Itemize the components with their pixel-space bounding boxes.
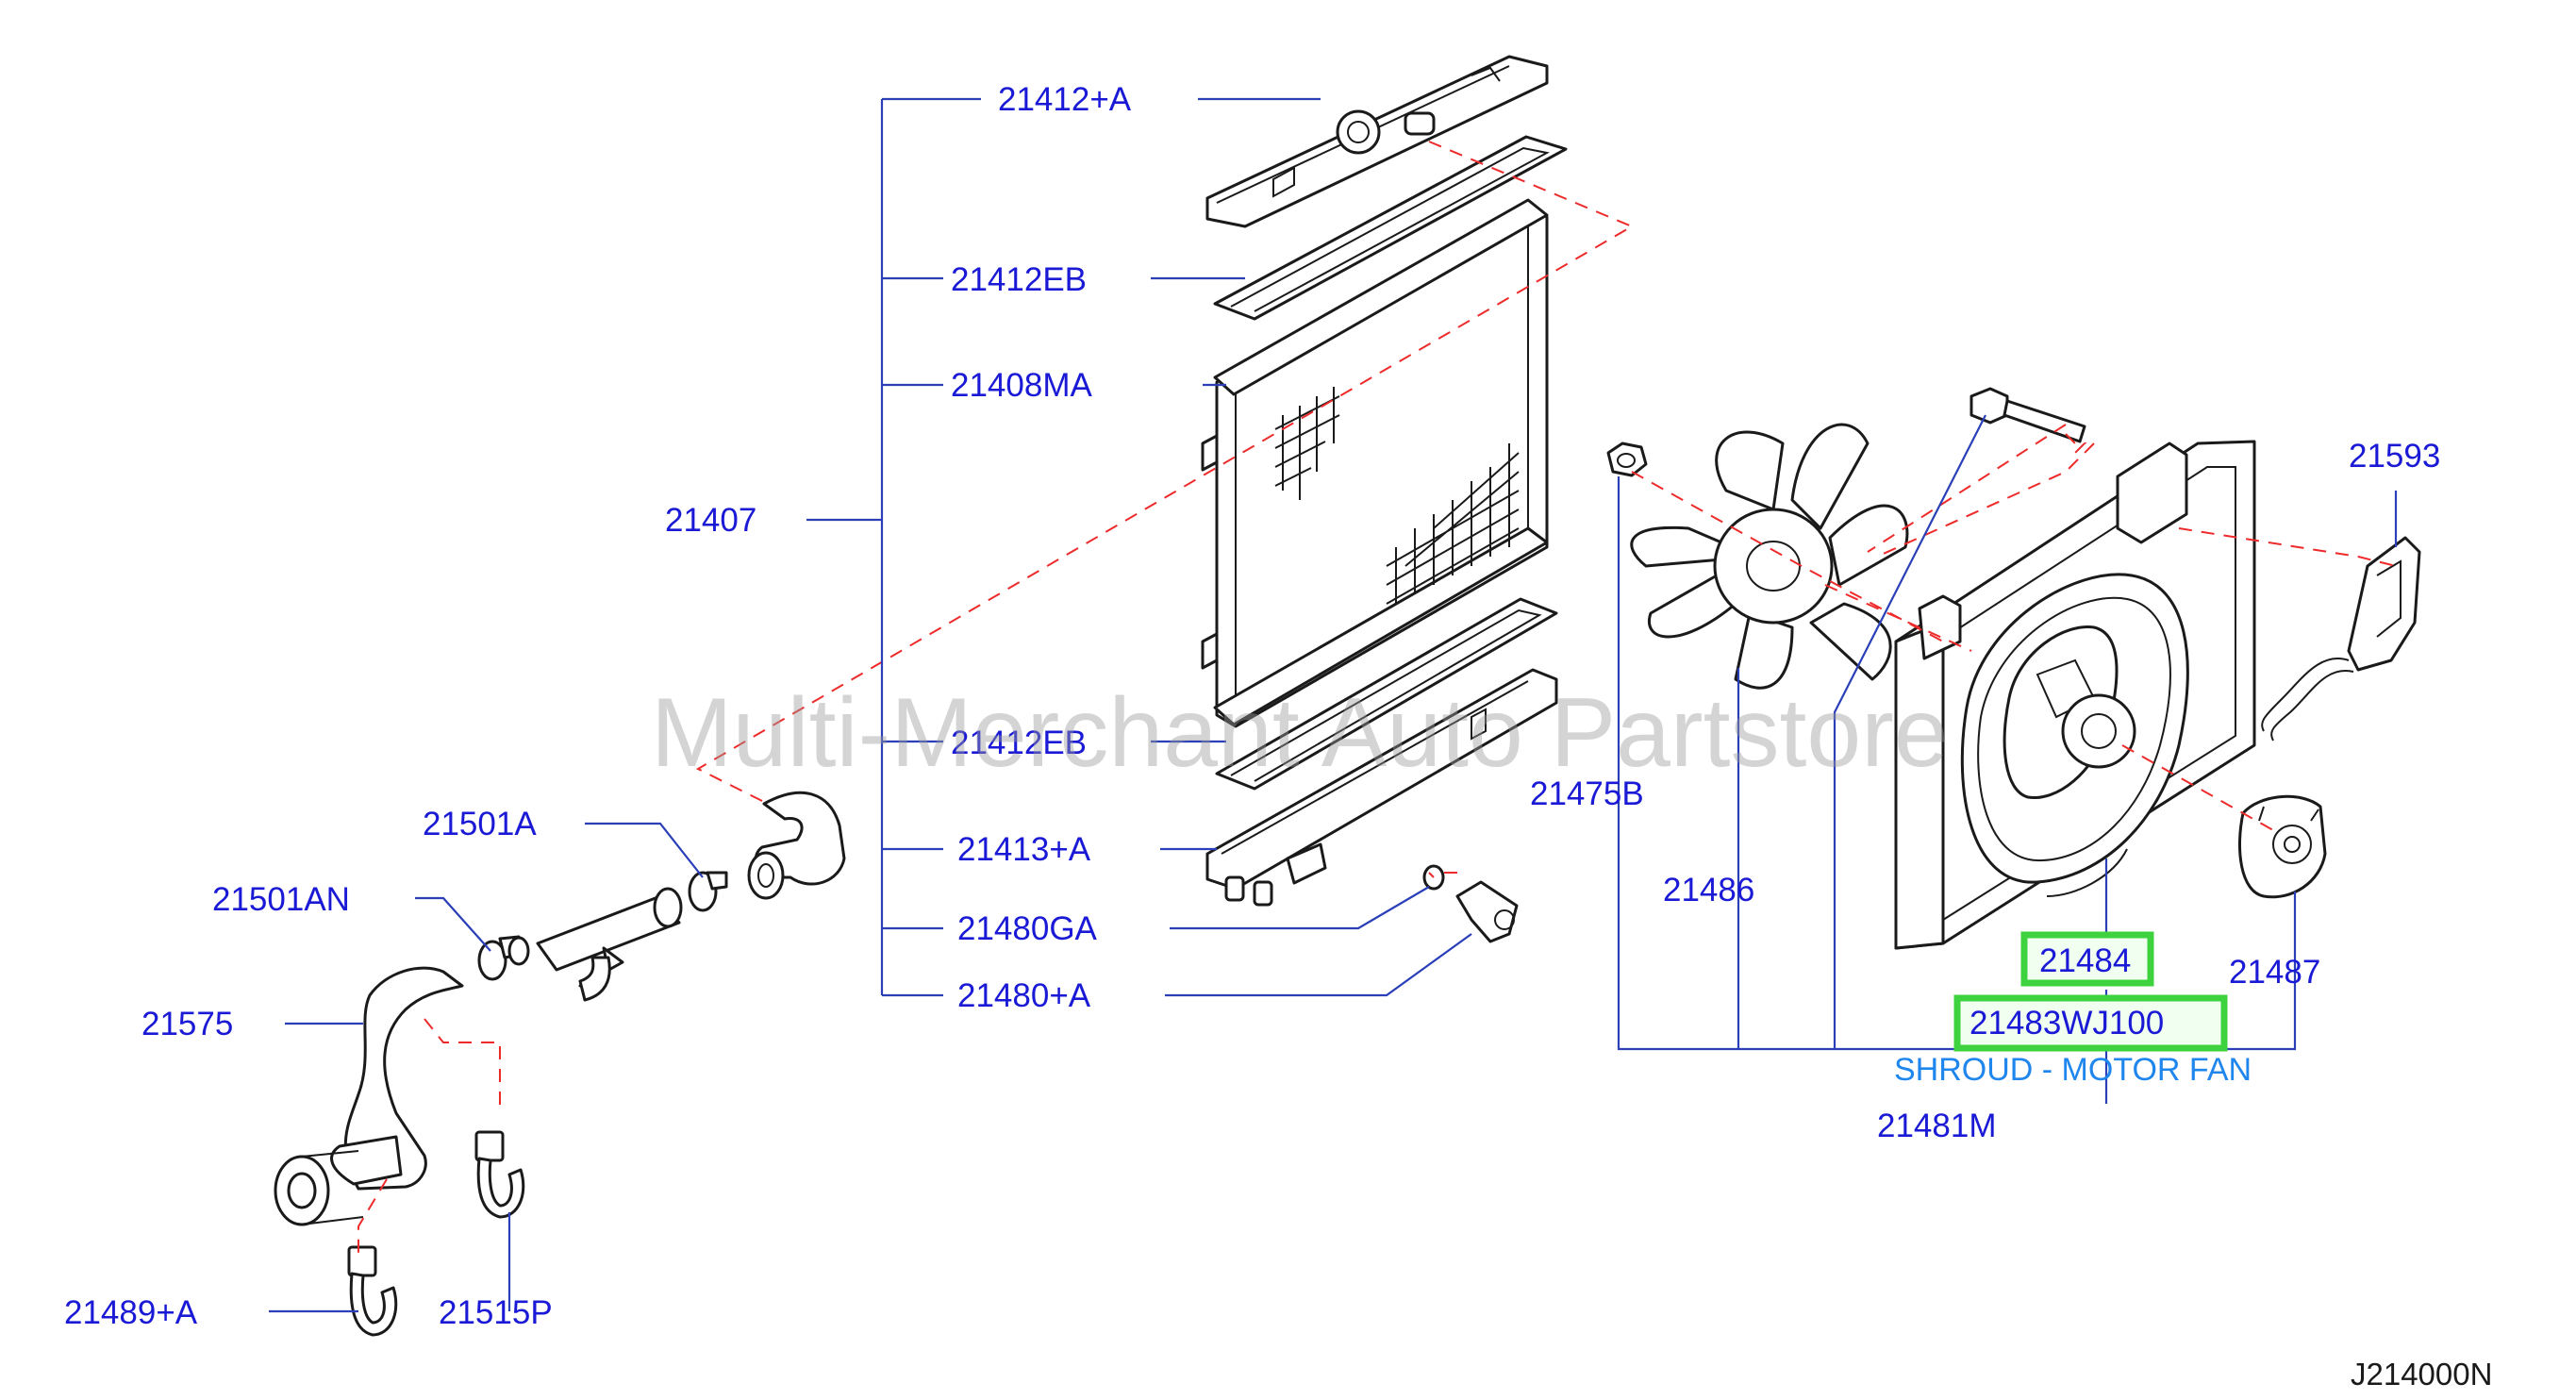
highlight-box-21484 xyxy=(2020,931,2154,987)
radiator-drain-plug[interactable] xyxy=(1455,880,1519,943)
callout-21407[interactable]: 21407 xyxy=(665,502,756,539)
radiator-core[interactable] xyxy=(1201,198,1549,728)
callout-labels: 21412+A 21412EB 21408MA 21407 21412EB 21… xyxy=(64,81,2492,1392)
callout-21483wj100[interactable]: 21483WJ100 xyxy=(1969,1005,2164,1042)
callout-21480-a[interactable]: 21480+A xyxy=(957,977,1091,1014)
fan-motor[interactable] xyxy=(2237,794,2327,899)
hose-clip-21489a[interactable] xyxy=(347,1245,398,1337)
callout-21412eb-top[interactable]: 21412EB xyxy=(951,261,1087,298)
radiator-lower-gasket[interactable] xyxy=(1215,597,1558,791)
radiator-upper-hose-short[interactable] xyxy=(747,791,846,900)
callout-21575[interactable]: 21575 xyxy=(141,1006,233,1042)
radiator-lower-tank[interactable] xyxy=(1205,668,1558,907)
hose-clamp-lower[interactable] xyxy=(477,935,530,981)
water-inlet-pipe[interactable] xyxy=(536,887,683,1002)
callout-21413-a[interactable]: 21413+A xyxy=(957,831,1091,868)
callout-21593[interactable]: 21593 xyxy=(2349,438,2440,475)
callout-21486[interactable]: 21486 xyxy=(1663,872,1754,908)
callout-21501an[interactable]: 21501AN xyxy=(212,881,350,918)
callout-21475b[interactable]: 21475B xyxy=(1530,775,1644,812)
hose-clamp-upper[interactable] xyxy=(688,871,728,912)
callout-21489-a[interactable]: 21489+A xyxy=(64,1294,198,1331)
hose-clip-21515p[interactable] xyxy=(474,1130,525,1219)
callout-21484[interactable]: 21484 xyxy=(2039,942,2131,979)
callout-21408ma[interactable]: 21408MA xyxy=(951,367,1092,404)
shroud-mount-nut[interactable] xyxy=(1606,442,1648,477)
callout-21501a[interactable]: 21501A xyxy=(423,806,537,842)
selected-part-description: SHROUD - MOTOR FAN xyxy=(1894,1052,2252,1088)
shroud-mount-bolt[interactable] xyxy=(1969,387,2086,443)
highlight-box-21483wj100 xyxy=(1953,994,2228,1052)
callout-21412eb-bottom[interactable]: 21412EB xyxy=(951,725,1087,761)
fan-motor-harness[interactable] xyxy=(2261,536,2421,742)
watermark: Multi-Merchant Auto Partstore xyxy=(651,678,1949,788)
radiator-upper-gasket[interactable] xyxy=(1213,135,1568,321)
assembly-guide-lines xyxy=(357,141,2397,1255)
callout-21487[interactable]: 21487 xyxy=(2229,954,2320,991)
callout-21481m[interactable]: 21481M xyxy=(1877,1108,1996,1144)
radiator-fin-pattern xyxy=(1274,387,1520,605)
motor-fan-shroud[interactable] xyxy=(1894,440,2256,950)
highlight-fill-21484 xyxy=(2024,935,2151,983)
callout-21515p[interactable]: 21515P xyxy=(439,1294,553,1331)
callout-21412-a[interactable]: 21412+A xyxy=(998,81,1132,118)
callout-21480ga[interactable]: 21480GA xyxy=(957,910,1098,947)
highlight-fill-21483wj100 xyxy=(1957,998,2224,1048)
radiator-lower-hose[interactable] xyxy=(274,966,464,1226)
cooling-fan-blade[interactable] xyxy=(1630,423,1909,690)
radiator-upper-tank[interactable] xyxy=(1205,55,1549,228)
diagram-code: J214000N xyxy=(2351,1357,2492,1392)
